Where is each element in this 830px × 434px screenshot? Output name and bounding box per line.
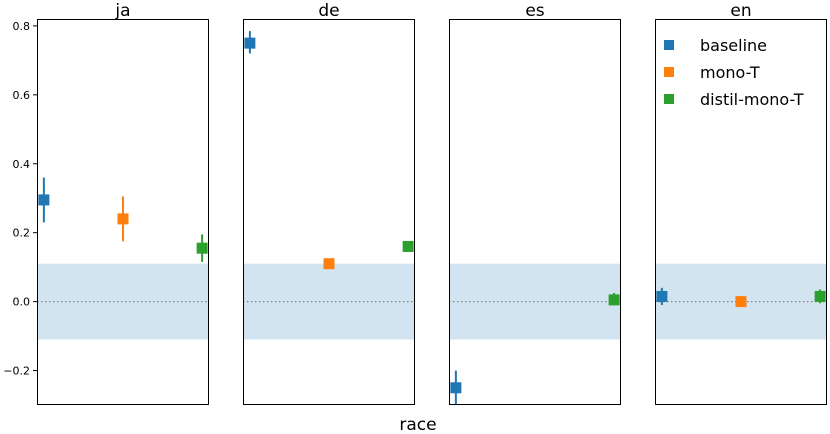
panel-de: de — [243, 1, 415, 405]
data-point-baseline — [38, 194, 50, 206]
panel-frame — [243, 19, 415, 405]
legend-item-baseline: baseline — [664, 36, 767, 55]
panel-frame — [655, 19, 827, 405]
y-tick-label: 0.0 — [13, 296, 31, 309]
data-point-distil-mono-T — [608, 294, 620, 306]
legend-item-mono-T: mono-T — [664, 63, 760, 82]
data-point-baseline — [450, 382, 462, 394]
y-tick-label: 0.2 — [13, 227, 31, 240]
y-tick-label: 0.4 — [13, 158, 31, 171]
y-tick-label: −0.2 — [3, 365, 30, 378]
panel-title: en — [730, 1, 751, 21]
panels: ja de es en — [37, 1, 827, 405]
data-point-distil-mono-T — [196, 242, 208, 254]
panel-title: ja — [114, 1, 130, 21]
legend-item-distil-mono-T: distil-mono-T — [664, 90, 804, 109]
legend-label: distil-mono-T — [700, 90, 804, 109]
panel-es: es — [449, 1, 621, 405]
y-axis: −0.2 0.0 0.2 0.4 0.6 0.8 — [3, 20, 37, 378]
null-band — [37, 263, 209, 340]
null-band — [243, 263, 415, 340]
x-axis-label: race — [399, 415, 436, 434]
null-band — [449, 263, 621, 340]
legend-label: mono-T — [700, 63, 760, 82]
data-point-distil-mono-T — [402, 240, 414, 252]
data-point-mono-T — [323, 258, 335, 270]
panel-frame — [37, 19, 209, 405]
panel-ja: ja — [37, 1, 209, 405]
data-point-mono-T — [735, 296, 747, 308]
panel-title: es — [525, 1, 544, 21]
y-tick-label: 0.6 — [13, 89, 31, 102]
data-point-baseline — [656, 290, 668, 302]
legend: baseline mono-T distil-mono-T — [664, 36, 804, 109]
panel-frame — [449, 19, 621, 405]
y-tick-label: 0.8 — [13, 20, 31, 33]
panel-title: de — [318, 1, 339, 21]
data-point-distil-mono-T — [814, 290, 826, 302]
data-point-baseline — [244, 37, 256, 49]
panel-en: en — [655, 1, 827, 405]
legend-marker — [664, 40, 674, 50]
data-point-mono-T — [117, 213, 129, 225]
legend-marker — [664, 67, 674, 77]
legend-marker — [664, 94, 674, 104]
legend-label: baseline — [700, 36, 767, 55]
